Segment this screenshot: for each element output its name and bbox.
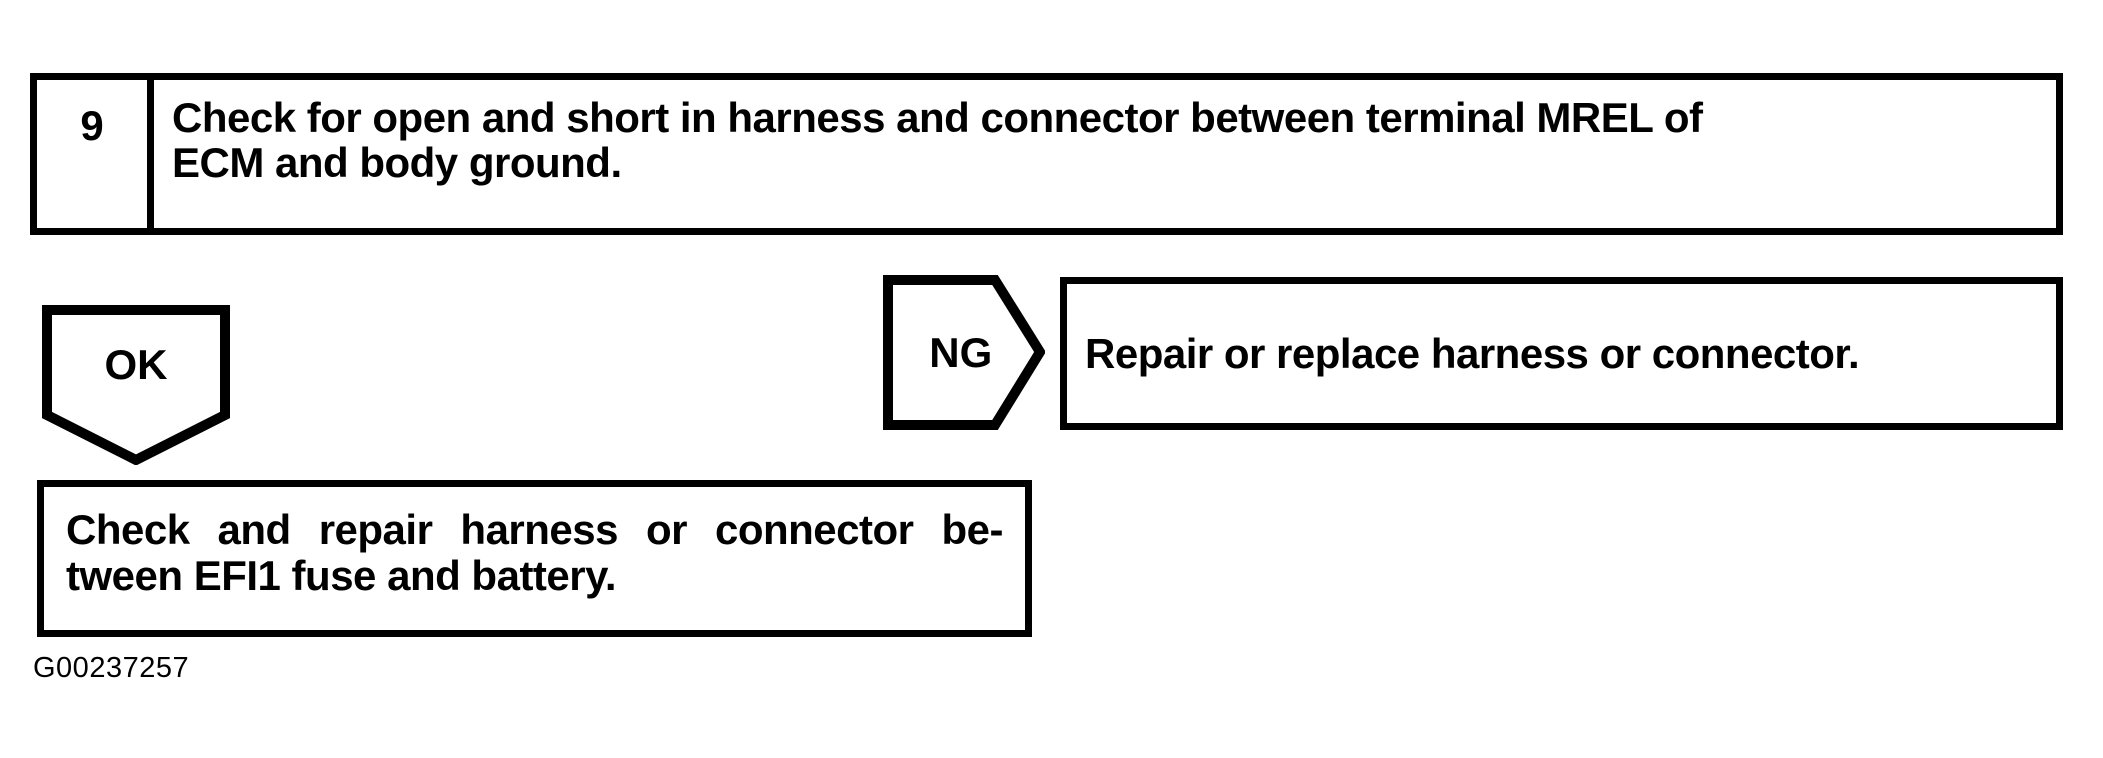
- ok-label: OK: [104, 341, 168, 388]
- ng-label: NG: [929, 329, 993, 376]
- ok-result-box: Check and repair harness or connector be…: [37, 480, 1032, 637]
- ng-result-box: Repair or replace harness or connector.: [1060, 277, 2063, 430]
- ok-result-line-1: Check and repair harness or connector be…: [66, 506, 1004, 553]
- step-description-line-2: ECM and body ground.: [172, 139, 622, 186]
- step-number: 9: [37, 80, 154, 228]
- step-description-line-1: Check for open and short in harness and …: [172, 94, 1703, 141]
- ng-result-text: Repair or replace harness or connector.: [1085, 329, 1860, 377]
- step-box: 9 Check for open and short in harness an…: [30, 73, 2063, 235]
- ok-branch-shape: OK: [42, 305, 230, 465]
- ng-branch-shape: NG: [883, 275, 1045, 430]
- ok-result-line-2: tween EFI1 fuse and battery.: [66, 552, 617, 599]
- ok-pentagon-down-icon: [42, 305, 230, 465]
- step-description: Check for open and short in harness and …: [154, 80, 2056, 228]
- ng-pentagon-right-icon: [883, 275, 1045, 430]
- figure-id: G00237257: [33, 652, 190, 684]
